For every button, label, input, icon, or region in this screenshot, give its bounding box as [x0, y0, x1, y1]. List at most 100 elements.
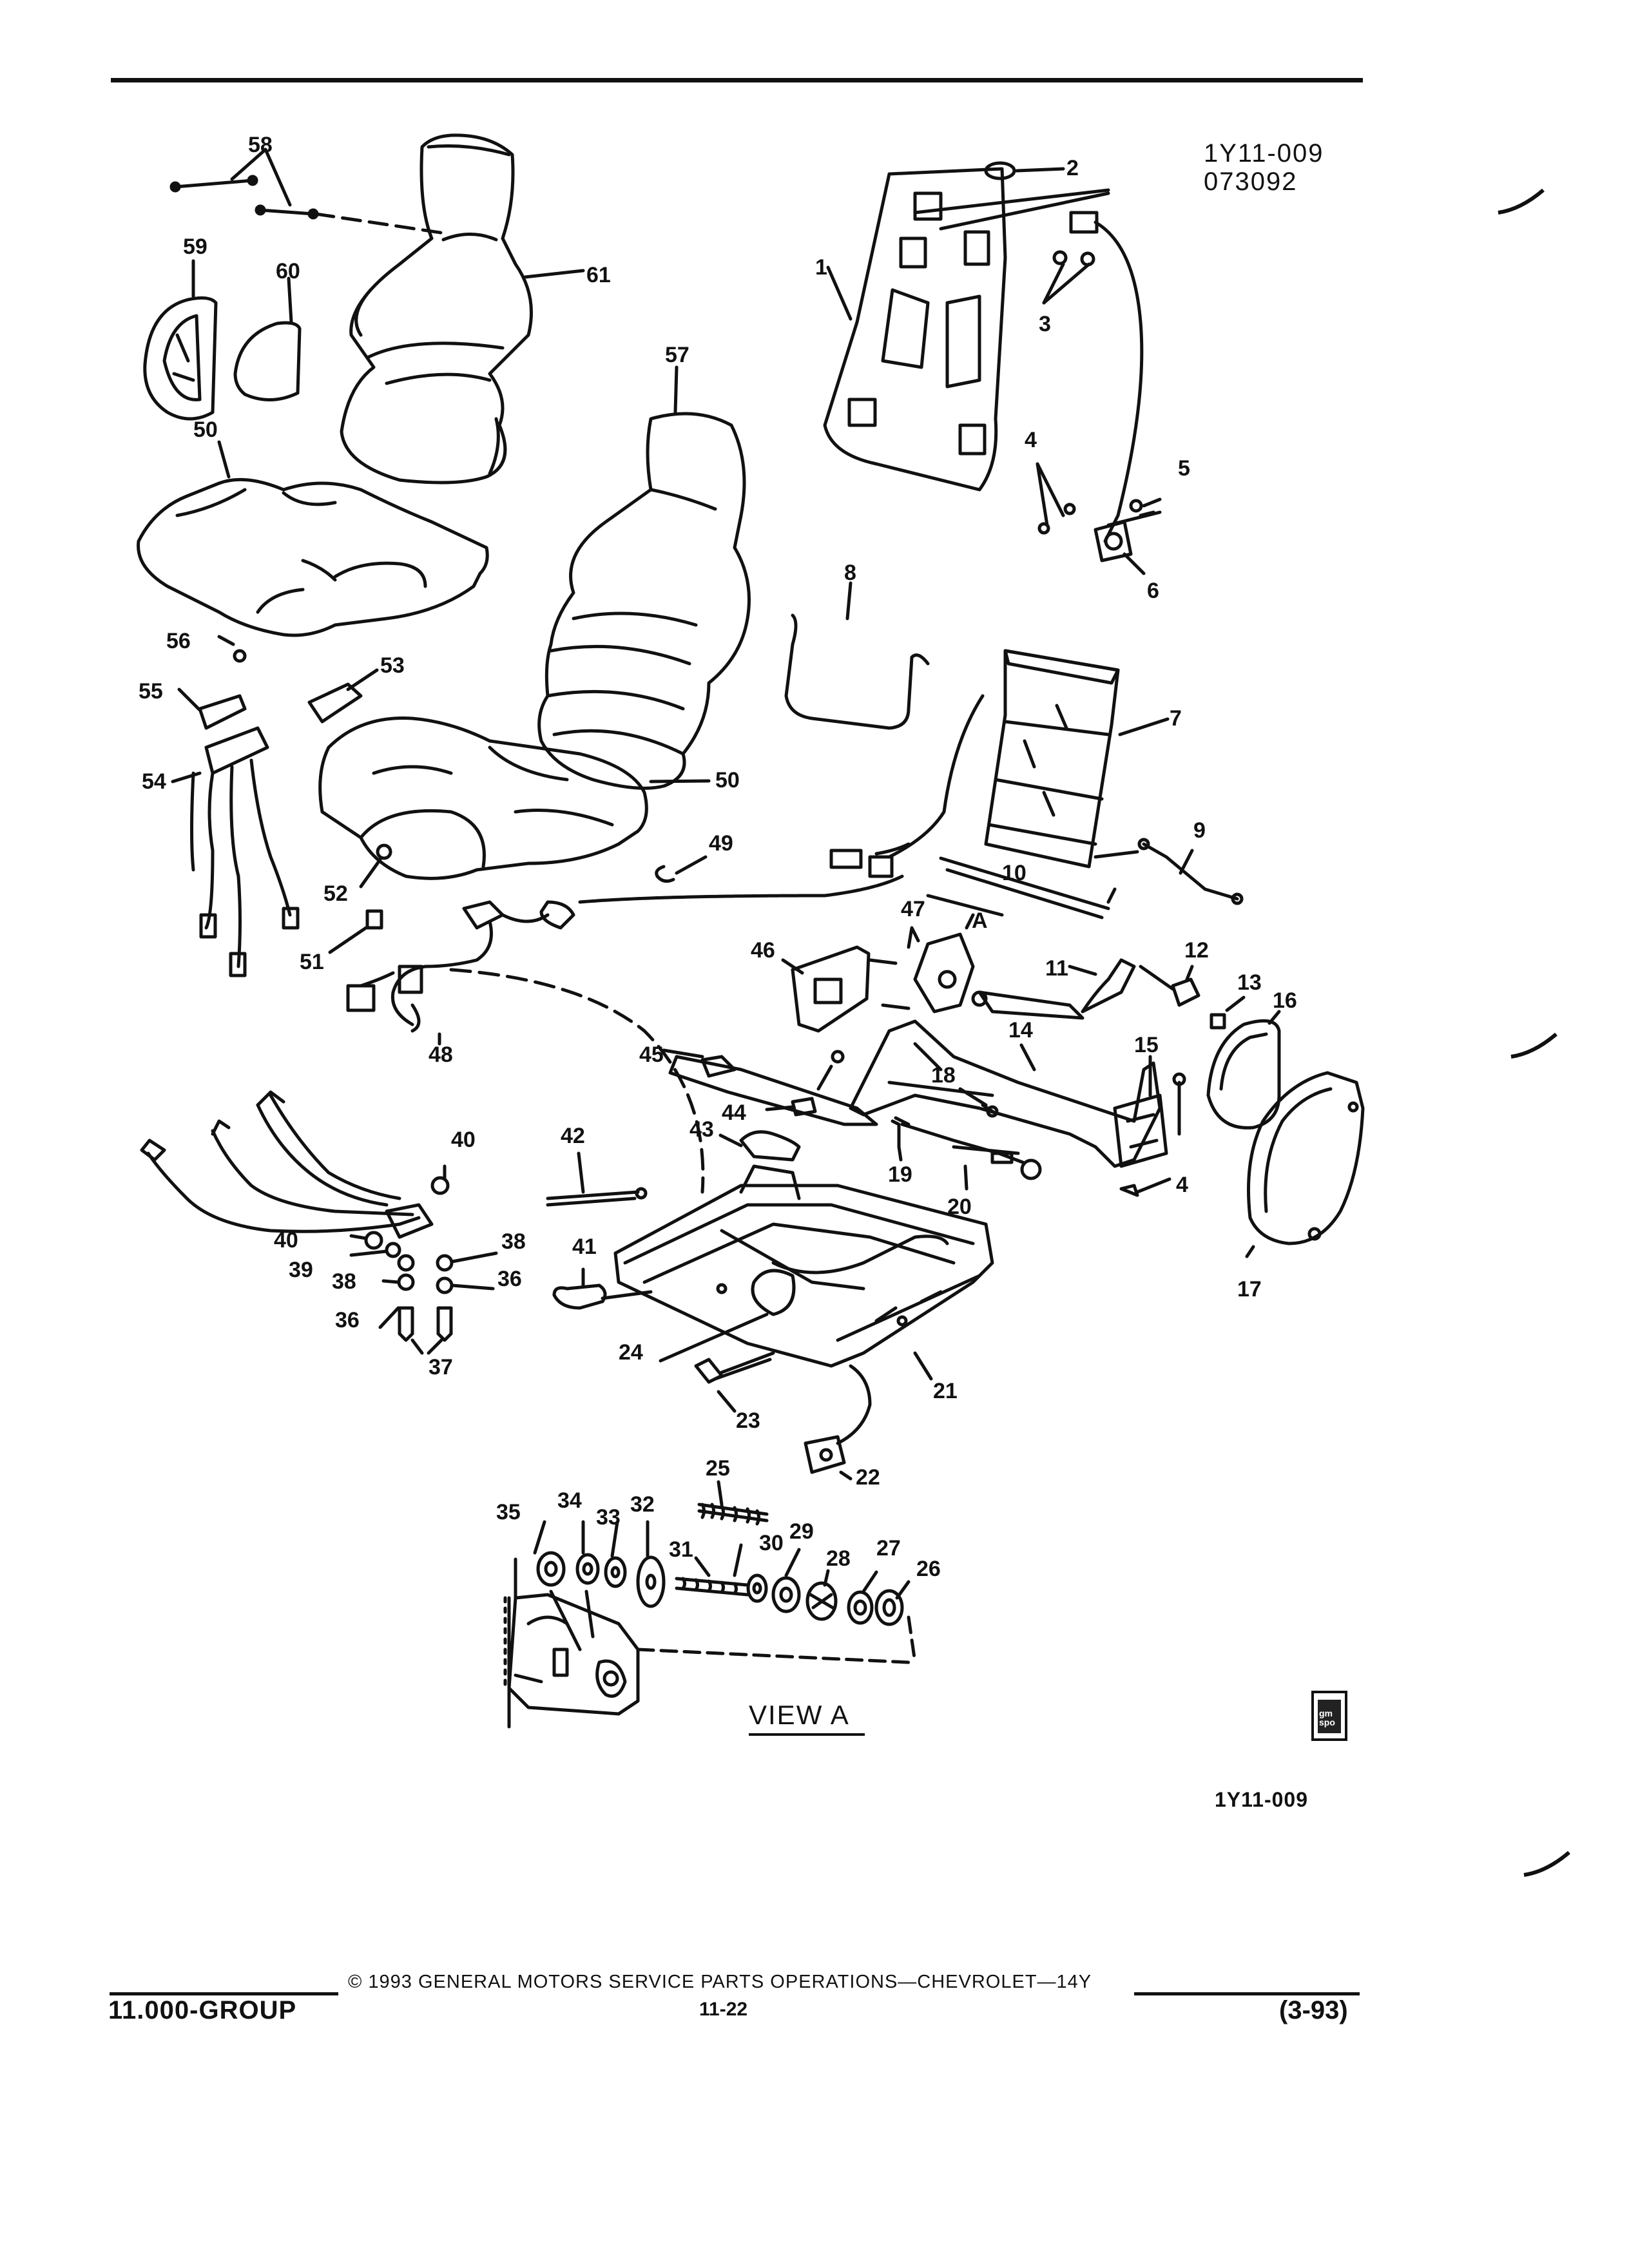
bolt-13	[1210, 995, 1246, 1030]
callout-3: 3	[1039, 312, 1051, 336]
callout-47: 47	[901, 897, 925, 921]
callout-20: 20	[947, 1195, 972, 1219]
motor-bolt-39	[349, 1242, 401, 1258]
seatback-trim-57	[537, 365, 751, 790]
seatback-rod-9	[1094, 838, 1244, 905]
callout-33: 33	[596, 1505, 621, 1530]
callout-8: 8	[844, 561, 856, 585]
harness-24	[659, 1312, 769, 1363]
bolt-18	[958, 1087, 999, 1118]
motor-harness-40	[140, 1090, 450, 1239]
switch-bezel-53	[307, 668, 379, 724]
bracket-45	[662, 1048, 878, 1126]
binder-mark-icon	[1510, 1032, 1557, 1059]
recliner-cover-46	[781, 945, 911, 1033]
clip-41	[552, 1267, 653, 1310]
callout-41: 41	[572, 1235, 597, 1259]
callout-26: 26	[916, 1557, 941, 1581]
callout-18: 18	[931, 1063, 956, 1088]
motor-washers-38-36	[378, 1251, 498, 1355]
callout-25: 25	[706, 1456, 730, 1481]
callout-2: 2	[1066, 156, 1079, 180]
binder-mark-icon	[1523, 1850, 1570, 1877]
view-a-bracket	[503, 1557, 640, 1729]
recliner-mechanism-a	[907, 913, 975, 1014]
callout-6: 6	[1147, 579, 1159, 603]
callout-29: 29	[789, 1519, 814, 1544]
callout-36-right: 36	[497, 1267, 522, 1291]
callout-54: 54	[142, 769, 166, 794]
binder-mark-icon	[1498, 188, 1545, 215]
footer-date: (3-93)	[1279, 1996, 1348, 2024]
callout-35: 35	[496, 1500, 521, 1524]
callout-a: A	[972, 908, 988, 933]
callout-4-mid: 4	[1176, 1173, 1188, 1197]
callout-50-mid: 50	[715, 768, 740, 793]
callout-45: 45	[639, 1043, 664, 1067]
callout-19: 19	[888, 1162, 912, 1187]
callout-55: 55	[139, 679, 163, 704]
callout-9: 9	[1193, 818, 1206, 843]
callout-46: 46	[751, 938, 775, 963]
callout-13: 13	[1237, 970, 1262, 995]
view-a-gear-parts	[533, 1480, 917, 1664]
seatback-frame-7	[829, 649, 1170, 878]
view-a-label: VIEW A	[749, 1700, 850, 1730]
callout-38-right: 38	[501, 1229, 526, 1254]
callout-52: 52	[323, 881, 348, 906]
footer-copyright: © 1993 GENERAL MOTORS SERVICE PARTS OPER…	[348, 1972, 1092, 1992]
callout-15: 15	[1134, 1033, 1159, 1057]
callout-50-top: 50	[193, 418, 218, 442]
footer-left-rule	[110, 1992, 338, 1995]
callout-40-left: 40	[274, 1228, 298, 1253]
callout-32: 32	[630, 1492, 655, 1517]
callout-42: 42	[561, 1124, 585, 1148]
motor-nut-40	[349, 1231, 383, 1250]
gm-spo-logo-icon: gm spo	[1311, 1691, 1347, 1741]
callout-11: 11	[1045, 956, 1068, 981]
callout-14: 14	[1008, 1018, 1033, 1043]
callout-61: 61	[586, 263, 611, 287]
switch-bezel-55	[177, 635, 247, 730]
view-a-underline	[749, 1733, 865, 1736]
callout-24: 24	[619, 1340, 643, 1365]
callout-36-left: 36	[335, 1308, 360, 1332]
connector-23	[694, 1351, 775, 1413]
gm-spo-logo-text: gm spo	[1319, 1708, 1335, 1727]
callout-12: 12	[1184, 938, 1209, 963]
callout-10: 10	[1002, 861, 1027, 885]
figure-ref-code: 1Y11-009	[1204, 139, 1324, 168]
callout-34: 34	[557, 1488, 582, 1513]
footer-right-rule	[1134, 1992, 1360, 1995]
cushion-cover-50-top	[137, 440, 489, 637]
bolt-19	[891, 1119, 903, 1162]
callout-51: 51	[300, 950, 324, 974]
switch-harness-54	[171, 726, 300, 977]
trim-cap-60	[233, 276, 302, 401]
cushion-trim-50-mid	[318, 716, 711, 889]
callout-27: 27	[876, 1536, 901, 1561]
callout-16: 16	[1273, 988, 1297, 1013]
bottom-ref-code: 1Y11-009	[1215, 1788, 1309, 1811]
rod-42	[546, 1151, 648, 1207]
cable-20	[894, 1116, 1042, 1191]
callout-59: 59	[183, 235, 207, 259]
callout-43: 43	[689, 1117, 714, 1142]
seat-frame-14	[816, 1019, 1162, 1168]
callout-44: 44	[722, 1100, 746, 1125]
callout-22: 22	[856, 1465, 880, 1490]
trim-bolt-12	[1139, 965, 1200, 1007]
motor-22	[804, 1364, 872, 1481]
callout-37: 37	[429, 1355, 453, 1379]
trim-cover-59	[143, 259, 218, 421]
callout-57: 57	[665, 343, 689, 367]
callout-58: 58	[248, 133, 273, 157]
seatback-cover-61	[340, 133, 585, 485]
callout-4-top: 4	[1025, 428, 1037, 452]
recliner-cable-3	[1042, 211, 1144, 543]
seatback-panel-1	[823, 167, 1007, 492]
seat-rod-58	[169, 148, 447, 235]
footer-group: 11.000-GROUP	[108, 1996, 297, 2024]
recliner-lever-11	[971, 958, 1136, 1020]
callout-21: 21	[933, 1379, 958, 1403]
